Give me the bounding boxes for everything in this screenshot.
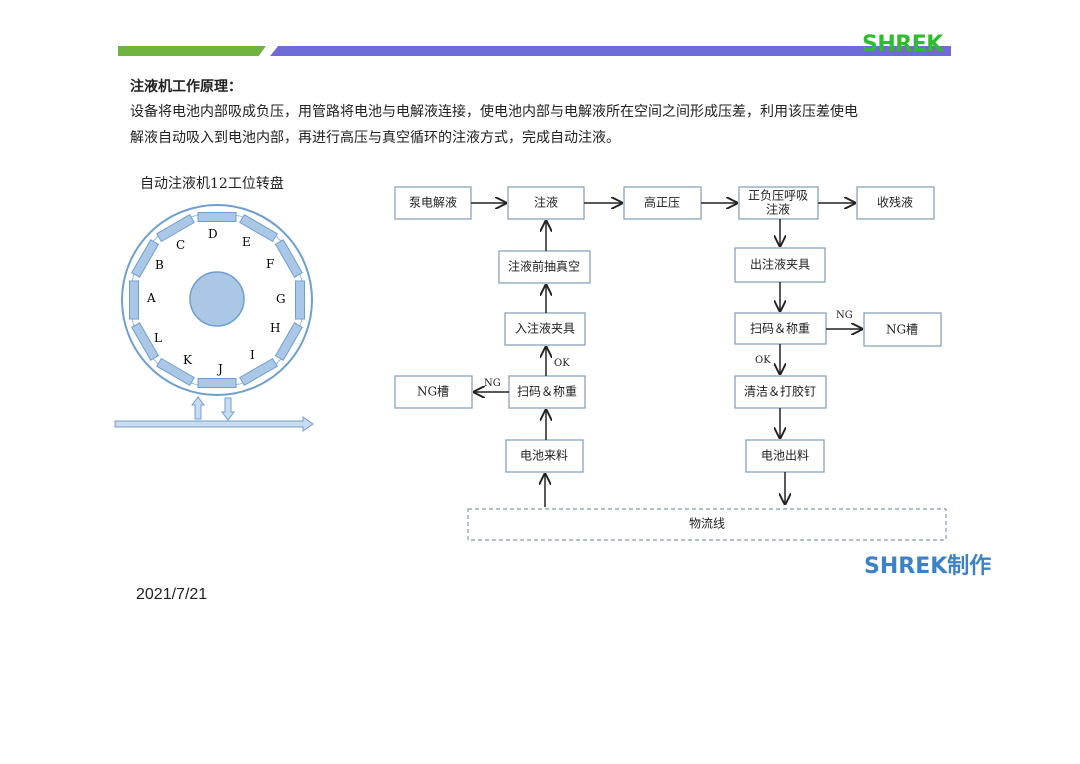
label-unload-fixture: 出注液夹具: [750, 257, 810, 272]
turntable-title: 自动注液机12工位转盘: [140, 175, 284, 192]
conveyor-arrow: [114, 416, 314, 432]
label-logistics: 物流线: [689, 517, 725, 531]
turntable-segment: [274, 239, 303, 278]
turntable-segment: [239, 357, 278, 386]
station-b: B: [155, 258, 164, 272]
label-clean: 清洁＆打胶钉: [744, 384, 816, 399]
date-label: 2021/7/21: [136, 586, 208, 603]
flow-arrows: [471, 203, 862, 507]
label-battery-out: 电池出料: [761, 449, 809, 463]
turntable-segment: [274, 322, 303, 361]
label-high-pressure: 高正压: [644, 195, 680, 210]
turntable-hub: [189, 271, 245, 327]
box-unload-fixture: [734, 247, 826, 283]
turntable-segment: [129, 280, 139, 320]
box-pre-vacuum: [498, 250, 591, 284]
label-scan-weigh-left: 扫码＆称重: [517, 385, 577, 399]
header-green-bar: [118, 46, 266, 56]
transfer-arrows: [114, 396, 314, 432]
label-collect: 收残液: [877, 195, 913, 210]
shrek-logo: SHREK: [862, 32, 943, 57]
label-scan-weigh-right: 扫码＆称重: [750, 322, 810, 336]
station-c: C: [176, 238, 185, 252]
turntable-segment: [131, 322, 160, 361]
turntable-segment: [156, 214, 195, 243]
maker-watermark: SHREK制作: [864, 554, 992, 579]
box-logistics: [467, 508, 947, 541]
label-pump: 泵电解液: [409, 195, 457, 210]
box-breath: [738, 186, 819, 220]
box-pump: [394, 186, 472, 220]
description-line-1: 设备将电池内部吸成负压，用管路将电池与电解液连接，使电池内部与电解液所在空间之间…: [130, 104, 858, 120]
ng-tag-right: NG: [836, 310, 853, 321]
label-pre-vacuum: 注液前抽真空: [508, 259, 580, 274]
station-i: I: [250, 348, 255, 362]
station-l: L: [154, 331, 162, 345]
box-ng-right: [863, 312, 942, 347]
box-load-fixture: [504, 312, 586, 346]
station-e: E: [242, 235, 251, 249]
section-heading: 注液机工作原理：: [130, 79, 242, 95]
label-inject: 注液: [534, 195, 558, 210]
box-collect: [856, 186, 935, 220]
down-arrow: [221, 397, 235, 421]
ok-tag-left: OK: [554, 358, 570, 369]
station-f: F: [266, 257, 274, 271]
turntable-segment: [156, 357, 195, 386]
box-battery-in: [505, 439, 584, 473]
ng-tag-left: NG: [484, 378, 501, 389]
turntable-segment: [197, 212, 237, 222]
station-a: A: [146, 291, 156, 305]
box-high-pressure: [623, 186, 702, 220]
turntable-segment: [197, 378, 237, 388]
box-scan-weigh-right: [734, 312, 827, 345]
turntable-segment: [295, 280, 305, 320]
turntable-segment: [131, 239, 160, 278]
station-h: H: [270, 321, 280, 335]
label-battery-in: 电池来料: [520, 449, 568, 463]
box-clean: [734, 375, 827, 409]
label-breath-2: 注液: [766, 202, 790, 217]
label-ng-right: NG槽: [886, 323, 918, 337]
description-line-2: 解液自动吸入到电池内部，再进行高压与真空循环的注液方式，完成自动注液。: [130, 130, 620, 146]
turntable: [121, 204, 313, 396]
label-load-fixture: 入注液夹具: [515, 321, 575, 336]
box-battery-out: [745, 439, 825, 473]
station-j: J: [216, 362, 223, 376]
box-ng-left: [394, 375, 473, 409]
station-g: G: [276, 292, 286, 306]
header-blue-bar: [270, 46, 951, 56]
up-arrow: [191, 396, 205, 420]
label-breath-1: 正负压呼吸: [748, 189, 808, 203]
station-k: K: [183, 353, 193, 367]
turntable-segments: [129, 212, 305, 388]
ok-tag-right: OK: [755, 355, 771, 366]
label-ng-left: NG槽: [417, 385, 449, 399]
turntable-segment: [239, 214, 278, 243]
station-d: D: [208, 227, 218, 241]
